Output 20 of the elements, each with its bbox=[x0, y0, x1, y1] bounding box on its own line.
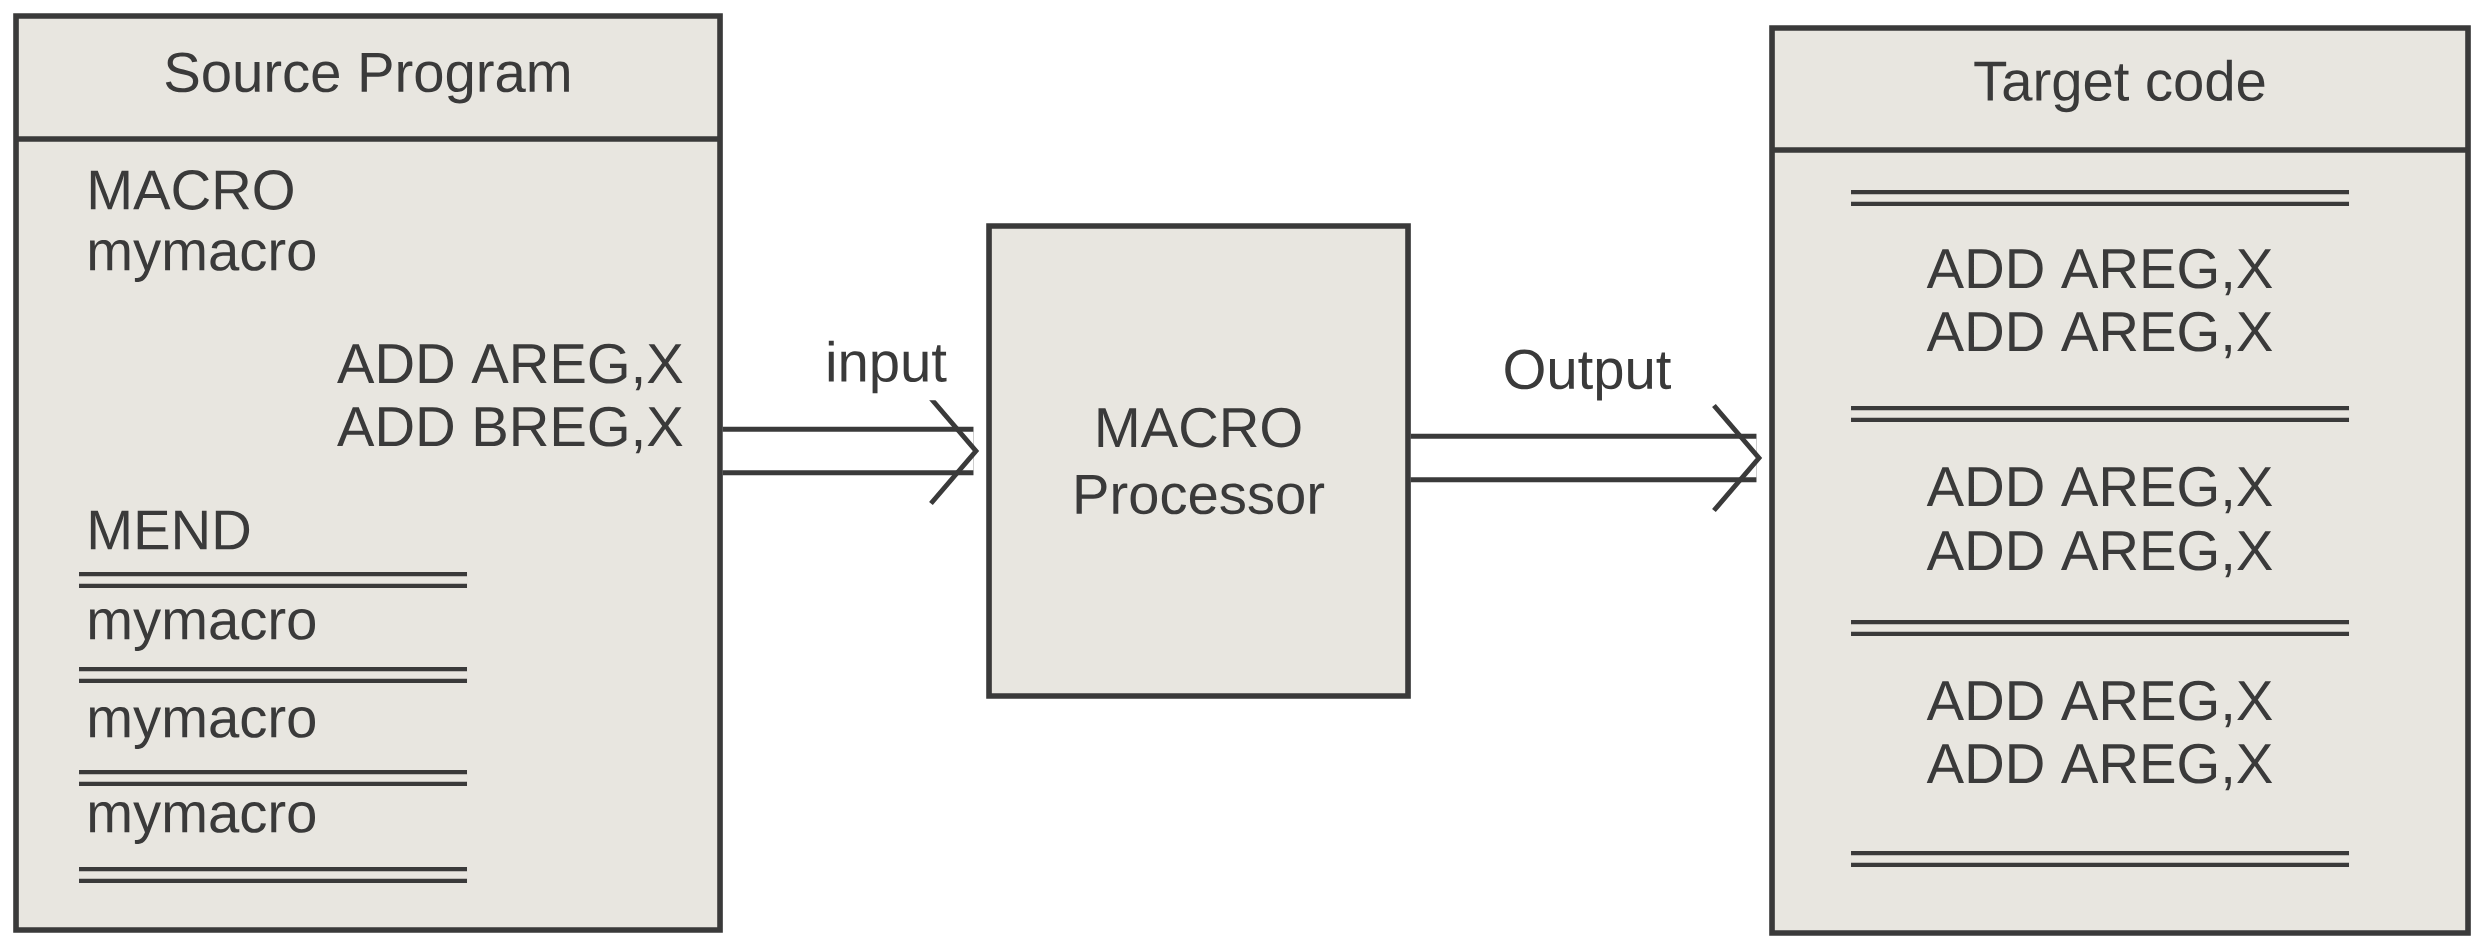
code-line: ADD AREG,X bbox=[337, 343, 683, 391]
box-title: Source Program bbox=[165, 52, 569, 104]
code-line: mymacro bbox=[90, 707, 316, 749]
edge-label: Output bbox=[1505, 349, 1671, 401]
code-line: MACRO bbox=[90, 170, 293, 210]
code-line: ADD AREG,X bbox=[1926, 311, 2273, 359]
code-line: mymacro bbox=[90, 609, 316, 651]
processor-box: MACRO Processor bbox=[986, 223, 1411, 699]
box-title: Target code bbox=[1974, 59, 2265, 113]
edge-label: input bbox=[828, 340, 947, 394]
code-line: ADD BREG,X bbox=[337, 406, 683, 454]
double-arrow bbox=[1410, 403, 1763, 513]
code-line: mymacro bbox=[90, 240, 316, 282]
code-line: ADD AREG,X bbox=[1926, 680, 2273, 728]
code-line: mymacro bbox=[90, 802, 316, 844]
code-line: ADD AREG,X bbox=[1926, 530, 2273, 578]
code-line: ADD AREG,X bbox=[1926, 248, 2273, 296]
code-line: ADD AREG,X bbox=[1926, 743, 2273, 791]
code-line: ADD AREG,X bbox=[1926, 466, 2273, 514]
code-line: MEND bbox=[90, 510, 250, 550]
